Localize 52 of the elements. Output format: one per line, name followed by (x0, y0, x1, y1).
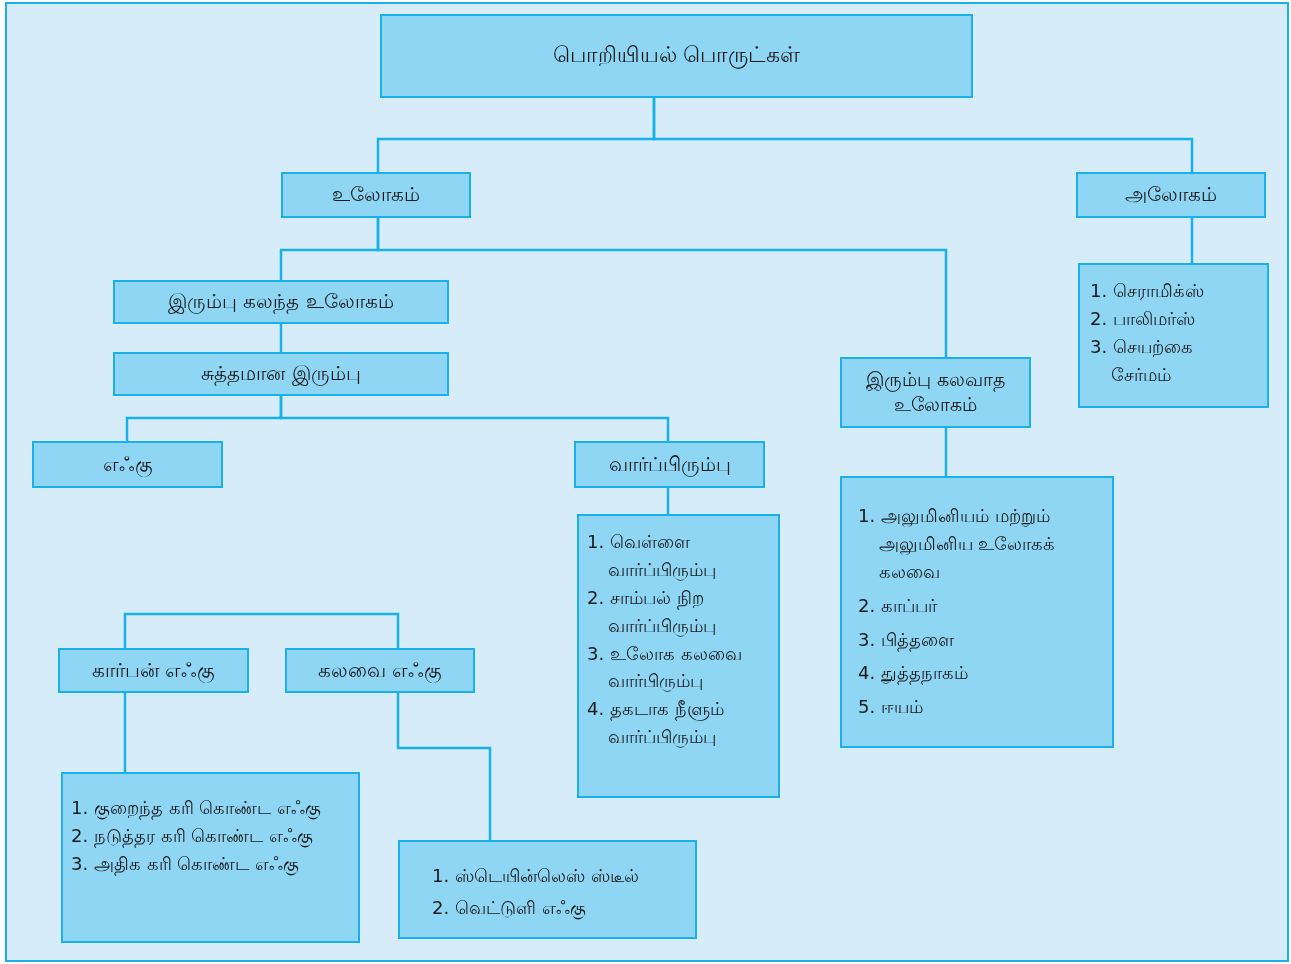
list-item: 2. வெட்டுளி எஃகு (432, 895, 586, 922)
list-item: 1. அலுமினியம் மற்றும் அலுமினிய உலோகக் கலவை (858, 504, 1057, 584)
list-item: 2. பாலிமர்ஸ் (1090, 306, 1195, 331)
list-item: 4. தகடாக நீளும் வார்ப்பிரும்பு (587, 697, 725, 750)
list-item: 2. நடுத்தர கரி கொண்ட எஃகு (71, 823, 314, 850)
connector-line (652, 98, 1194, 172)
list-box (398, 840, 697, 939)
list-item: 1. வெள்ளை வார்ப்பிரும்பு (587, 530, 717, 583)
node-label: அலோகம் (1125, 182, 1217, 208)
connector-line (279, 324, 283, 352)
list-item: 3. உலோக கலவை வார்பிரும்பு (587, 641, 743, 694)
node-label: உலோகம் (332, 182, 420, 208)
list-box (577, 514, 780, 798)
list-box (61, 772, 360, 943)
node-label: சுத்தமான இரும்பு (201, 361, 361, 387)
list-item: 1. செராமிக்ஸ் (1090, 279, 1204, 303)
connector-line (666, 488, 670, 514)
list-item: 1. ஸ்டெயின்லெஸ் ஸ்டீல் (432, 864, 639, 888)
connector-line (123, 693, 127, 772)
category-box (574, 441, 765, 488)
category-box (285, 648, 475, 693)
connector-line (279, 396, 670, 441)
list-item: 3. செயற்கை சேர்மம் (1090, 334, 1194, 387)
node-label: பொறியியல் பொருட்கள் (552, 42, 801, 70)
list-item: 2. காப்பர் (858, 593, 937, 618)
list-box (840, 476, 1114, 748)
connector-line (123, 612, 400, 648)
category-box (113, 352, 449, 396)
category-box (380, 14, 973, 98)
list-item: 4. துத்தநாகம் (858, 661, 968, 687)
list-item: 1. குறைந்த கரி கொண்ட எஃகு (71, 796, 322, 822)
connector-line (396, 693, 492, 840)
category-box (113, 280, 449, 324)
list-item: 3. பித்தளை (858, 627, 954, 654)
list-item: 3. அதிக கரி கொண்ட எஃகு (71, 851, 300, 878)
list-item: 5. ஈயம் (858, 695, 923, 720)
node-label: கார்பன் எஃகு (91, 657, 216, 684)
connector-line (376, 218, 948, 357)
connector-line (944, 428, 948, 476)
category-box (32, 441, 223, 488)
node-label: எஃகு (102, 451, 153, 478)
connector-line (1190, 218, 1194, 263)
node-label: கலவை எஃகு (317, 657, 443, 684)
list-item: 2. சாம்பல் நிற வார்ப்பிரும்பு (587, 585, 717, 639)
category-box (58, 648, 249, 693)
list-box (1078, 263, 1269, 408)
node-label: இரும்பு கலவாத உலோகம் (864, 367, 1006, 417)
category-box (1076, 172, 1266, 218)
category-box (281, 172, 471, 218)
node-label: வார்ப்பிரும்பு (608, 451, 731, 478)
category-box (840, 357, 1031, 428)
node-label: இரும்பு கலந்த உலோகம் (168, 289, 394, 315)
